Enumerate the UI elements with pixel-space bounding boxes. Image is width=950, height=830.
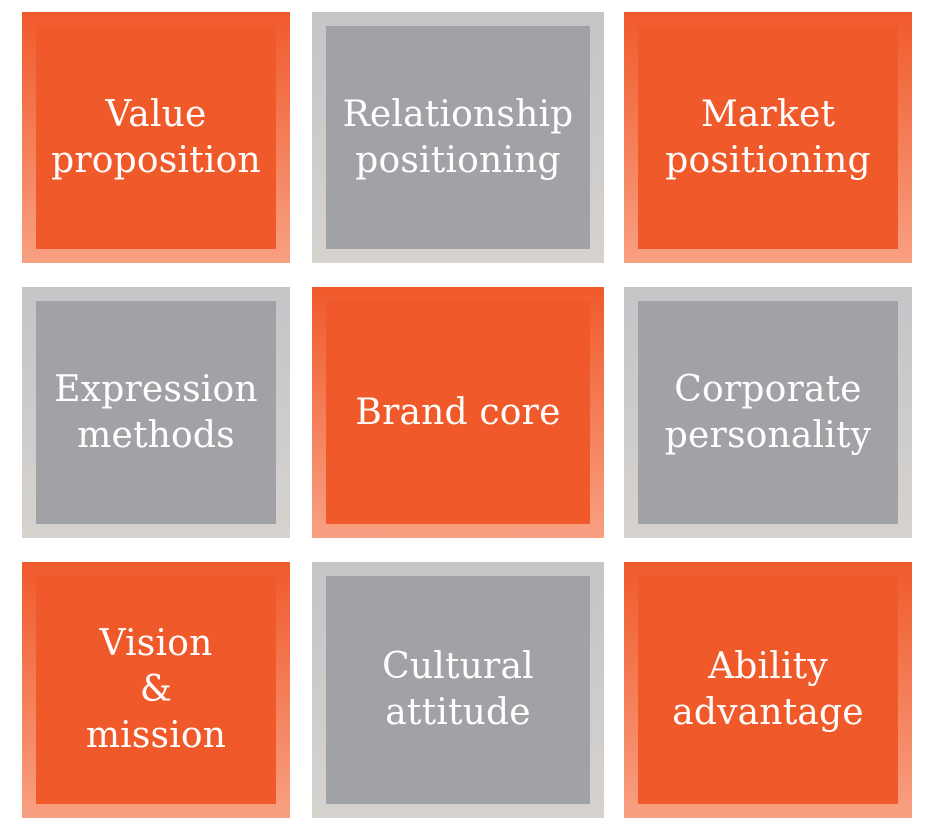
tile-brand-core[interactable]: Brand core bbox=[312, 287, 604, 538]
tile-label: Brand core bbox=[355, 391, 561, 433]
tile-plate: Relationship positioning bbox=[326, 26, 590, 249]
tile-plate: Vision & mission bbox=[36, 576, 276, 804]
grid-cell-r3c3: Ability advantage bbox=[614, 550, 926, 830]
tile-corporate-personality[interactable]: Corporate personality bbox=[624, 287, 912, 538]
grid-cell-r3c2: Cultural attitude bbox=[302, 550, 614, 830]
grid-cell-r3c1: Vision & mission bbox=[0, 550, 302, 830]
tile-vision-and-mission[interactable]: Vision & mission bbox=[22, 562, 290, 818]
tile-label: Cultural attitude bbox=[382, 646, 534, 733]
tile-plate: Brand core bbox=[326, 301, 590, 524]
tile-ability-advantage[interactable]: Ability advantage bbox=[624, 562, 912, 818]
tile-label: Relationship positioning bbox=[342, 93, 574, 181]
tile-plate: Value proposition bbox=[36, 26, 276, 249]
tile-cultural-attitude[interactable]: Cultural attitude bbox=[312, 562, 604, 818]
grid-cell-r1c3: Market positioning bbox=[614, 0, 926, 275]
grid-cell-r2c1: Expression methods bbox=[0, 275, 302, 550]
tile-label: Expression methods bbox=[54, 368, 258, 456]
tile-plate: Corporate personality bbox=[638, 301, 898, 524]
tile-expression-methods[interactable]: Expression methods bbox=[22, 287, 290, 538]
grid-cell-r2c2: Brand core bbox=[302, 275, 614, 550]
grid-cell-r2c3: Corporate personality bbox=[614, 275, 926, 550]
tile-plate: Ability advantage bbox=[638, 576, 898, 804]
tile-label: Ability advantage bbox=[672, 646, 864, 733]
tile-plate: Cultural attitude bbox=[326, 576, 590, 804]
grid-cell-r1c1: Value proposition bbox=[0, 0, 302, 275]
tile-label: Vision & mission bbox=[85, 623, 227, 756]
tile-plate: Expression methods bbox=[36, 301, 276, 524]
tile-plate: Market positioning bbox=[638, 26, 898, 249]
tile-label: Value proposition bbox=[51, 93, 261, 181]
tile-value-proposition[interactable]: Value proposition bbox=[22, 12, 290, 263]
tile-relationship-positioning[interactable]: Relationship positioning bbox=[312, 12, 604, 263]
grid-cell-r1c2: Relationship positioning bbox=[302, 0, 614, 275]
tile-label: Market positioning bbox=[665, 93, 871, 181]
tile-label: Corporate personality bbox=[664, 368, 872, 456]
tile-market-positioning[interactable]: Market positioning bbox=[624, 12, 912, 263]
